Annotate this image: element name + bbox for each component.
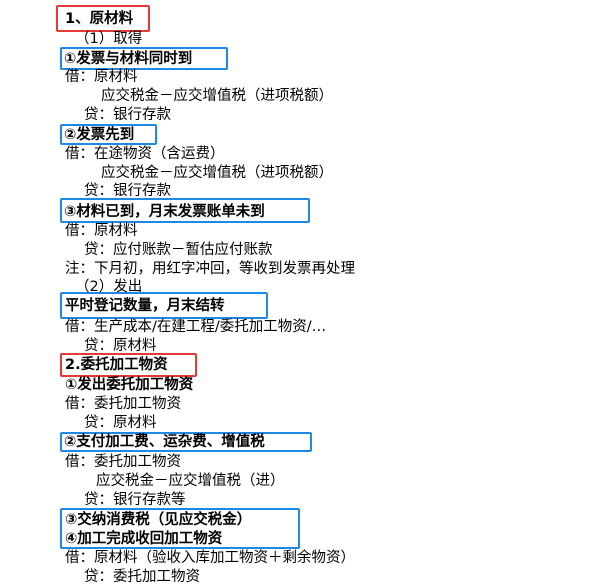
entry-credit: 贷：银行存款等 [84,492,186,508]
entry-credit: 贷：银行存款 [84,107,171,123]
entry-credit: 贷：原材料 [84,338,157,354]
issue-highlight-box [60,292,268,319]
entry-credit: 贷：原材料 [84,415,157,431]
item-material-arrived: ③材料已到，月末发票账单未到 [64,204,265,220]
entry-debit: 借：原材料 [65,223,138,239]
item-2b-highlight-box [60,432,312,452]
entry-credit: 贷：银行存款 [84,183,171,199]
entry-debit-line: 应交税金－应交增值税（进项税额） [101,88,333,104]
item-1-highlight-box [60,47,228,70]
section-2-title: 2.委托加工物资 [65,357,168,373]
issue-rule: 平时登记数量，月末结转 [65,298,225,314]
entry-credit: 贷：委托加工物资 [84,569,200,585]
item-3-highlight-box [60,198,310,223]
item-invoice-first: ②发票先到 [64,127,135,143]
entry-credit: 贷：应付账款－暂估应付账款 [84,242,273,258]
item-34-highlight-box [60,508,300,549]
item-pay-fees: ②支付加工费、运杂费、增值税 [64,434,265,450]
item-consumption-tax: ③交纳消费税（见应交税金） [65,512,252,528]
note: 注：下月初，用红字冲回，等收到发票再处理 [65,261,355,277]
subsection-acquisition: （1）取得 [75,31,143,47]
item-2-highlight-box [60,124,157,145]
item-processing-complete: ④加工完成收回加工物资 [65,531,223,547]
entry-debit: 借：原材料 [65,69,138,85]
entry-debit: 借：委托加工物资 [65,454,181,470]
entry-debit: 借：在途物资（含运费） [65,146,225,162]
section-1-title: 1、原材料 [65,11,134,27]
entry-debit: 借：原材料（验收入库加工物资＋剩余物资） [65,550,355,566]
entry-debit-line: 应交税金－应交增值税（进） [96,473,285,489]
entry-debit: 借：生产成本/在建工程/委托加工物资/… [65,319,327,335]
item-invoice-material-same-time: ①发票与材料同时到 [64,51,193,67]
item-send-materials: ①发出委托加工物资 [65,377,194,393]
entry-debit: 借：委托加工物资 [65,396,181,412]
entry-debit-line: 应交税金－应交增值税（进项税额） [101,165,333,181]
section-2-highlight-box [60,353,197,377]
section-1-highlight-box [56,5,150,32]
subsection-issue: （2）发出 [75,279,143,295]
